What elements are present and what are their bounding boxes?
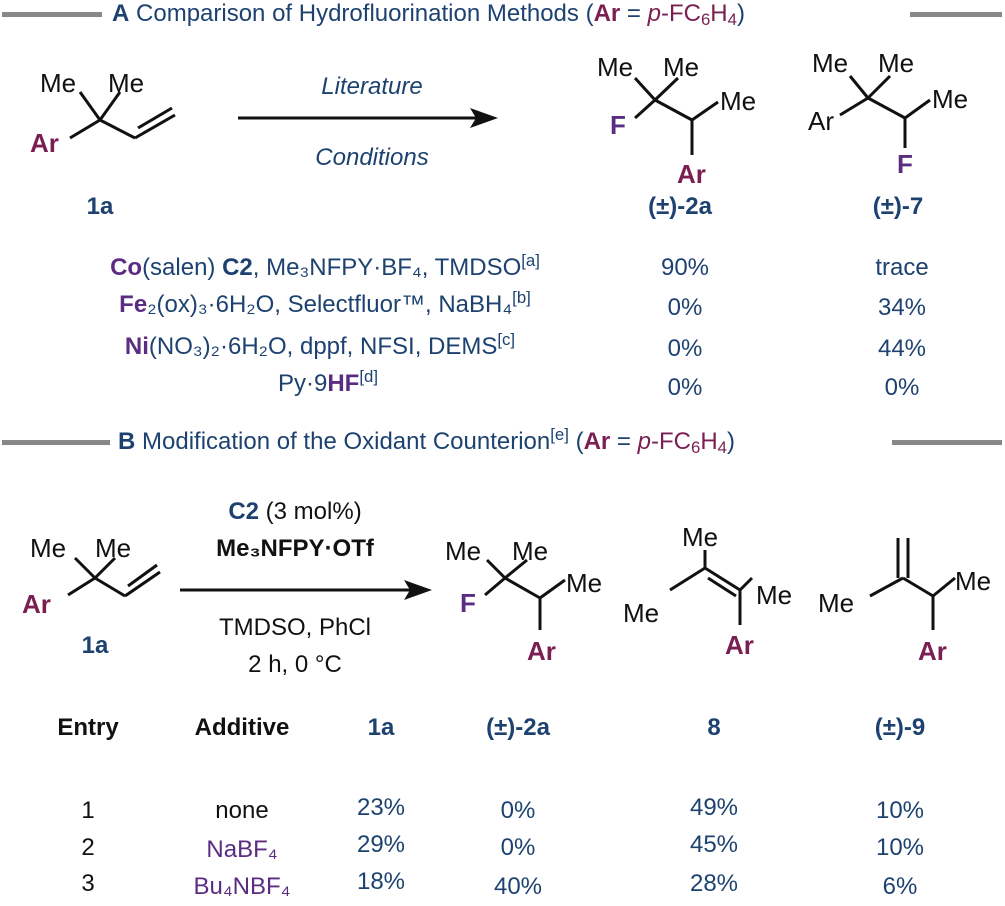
atom-me: Me	[663, 52, 699, 82]
cell-yield-1a: 18%	[356, 868, 406, 895]
condition-row-fe: Fe₂(ox)₃·6H₂O, Selectfluor™, NaBH₄[b]	[119, 287, 531, 318]
arrowhead-a	[470, 108, 498, 128]
cell-additive: Bu₄NBF₄	[193, 873, 291, 900]
atom-ar: Ar	[725, 630, 754, 660]
header-9: (±)-9	[874, 714, 926, 741]
section-a-scheme: Me Me Ar Me Me F Me Ar Me Me Ar Me F	[30, 48, 968, 189]
atom-me: Me	[818, 588, 854, 618]
cond-catalyst: C2 (3 mol%)	[228, 498, 362, 525]
label-2a: (±)-2a	[648, 193, 712, 220]
atom-me: Me	[30, 533, 66, 563]
atom-me: Me	[955, 566, 991, 596]
section-b-title: B Modification of the Oxidant Counterion…	[118, 424, 735, 458]
atom-me: Me	[720, 86, 756, 116]
arrow-label-conditions: Conditions	[315, 144, 429, 171]
compound-8-structure	[669, 550, 754, 625]
atom-ar: Ar	[527, 636, 556, 666]
compound-1a-structure	[69, 91, 176, 140]
atom-me: Me	[812, 48, 848, 78]
atom-f: F	[897, 149, 913, 179]
yield-2a-row2: 0%	[667, 294, 703, 321]
arrow-label-literature: Literature	[321, 73, 423, 100]
compound-2a-structure	[633, 76, 719, 155]
compound-1a-structure-b	[67, 556, 161, 598]
atom-me: Me	[95, 533, 131, 563]
condition-row-ni: Ni(NO₃)₂·6H₂O, dppf, NFSI, DEMS[c]	[124, 329, 516, 360]
cell-entry: 1	[81, 797, 95, 824]
atom-me: Me	[682, 522, 718, 552]
header-2a: (±)-2a	[486, 714, 550, 741]
cell-entry: 3	[81, 870, 95, 897]
section-a-rule-right	[910, 12, 1002, 17]
condition-row-co: Co(salen) C2, Me₃NFPY·BF₄, TMDSO[a]	[110, 250, 540, 281]
cell-yield-8: 45%	[689, 831, 739, 858]
atom-f: F	[460, 588, 476, 618]
header-1a: 1a	[367, 714, 395, 741]
atom-f: F	[610, 110, 626, 140]
cond-oxidant: Me₃NFPY·OTf	[216, 535, 374, 562]
section-b-scheme: Me Me Ar Me Me F Me Ar Me Me Me Ar Me Me…	[22, 522, 991, 666]
yield-7-row2: 34%	[877, 294, 927, 321]
atom-me: Me	[623, 598, 659, 628]
atom-ar: Ar	[677, 159, 706, 189]
cell-yield-9: 6%	[882, 873, 918, 900]
yield-7-row4: 0%	[884, 374, 920, 401]
atom-ar: Ar	[808, 106, 834, 136]
cell-yield-8: 28%	[689, 870, 739, 897]
atom-ar: Ar	[30, 128, 59, 158]
header-entry: Entry	[57, 714, 119, 741]
atom-ar: Ar	[918, 636, 947, 666]
section-a-rule-left	[2, 12, 102, 17]
compound-9-structure	[869, 538, 956, 630]
cell-yield-2a: 40%	[493, 873, 543, 900]
label-7: (±)-7	[872, 193, 924, 220]
label-1a: 1a	[86, 193, 114, 220]
header-8: 8	[707, 714, 721, 741]
compound-7-structure	[839, 74, 931, 148]
yield-7-row1: trace	[875, 254, 929, 281]
cell-yield-8: 49%	[689, 794, 739, 821]
cell-yield-2a: 0%	[500, 834, 536, 861]
cell-additive: none	[215, 797, 269, 824]
label-1a-b: 1a	[81, 632, 109, 659]
section-b-rule-right	[892, 440, 1002, 445]
atom-me: Me	[512, 536, 548, 566]
condition-row-py: Py·9HF[d]	[277, 366, 379, 397]
atom-me: Me	[445, 536, 481, 566]
yield-7-row3: 44%	[877, 335, 927, 362]
section-b-rule-left	[2, 440, 110, 445]
cond-time: 2 h, 0 °C	[248, 651, 342, 678]
cell-yield-1a: 29%	[356, 831, 406, 858]
cell-entry: 2	[81, 834, 95, 861]
atom-me: Me	[566, 568, 602, 598]
yield-2a-row4: 0%	[667, 374, 703, 401]
section-a-title: A Comparison of Hydrofluorination Method…	[112, 0, 745, 30]
cell-yield-9: 10%	[875, 834, 925, 861]
compound-2a-structure-b	[484, 558, 566, 630]
header-additive: Additive	[194, 714, 290, 741]
atom-me: Me	[932, 84, 968, 114]
atom-ar: Ar	[22, 589, 51, 619]
cell-additive: NaBF₄	[206, 836, 278, 863]
atom-me: Me	[40, 68, 76, 98]
atom-me: Me	[108, 68, 144, 98]
cell-yield-2a: 0%	[500, 797, 536, 824]
yield-2a-row1: 90%	[660, 254, 710, 281]
atom-me: Me	[878, 48, 914, 78]
yield-2a-row3: 0%	[667, 335, 703, 362]
atom-me: Me	[597, 52, 633, 82]
atom-me: Me	[756, 580, 792, 610]
cell-yield-1a: 23%	[356, 794, 406, 821]
cell-yield-9: 10%	[875, 797, 925, 824]
cond-solvent: TMDSO, PhCl	[218, 614, 372, 641]
arrowhead-b	[404, 580, 432, 600]
